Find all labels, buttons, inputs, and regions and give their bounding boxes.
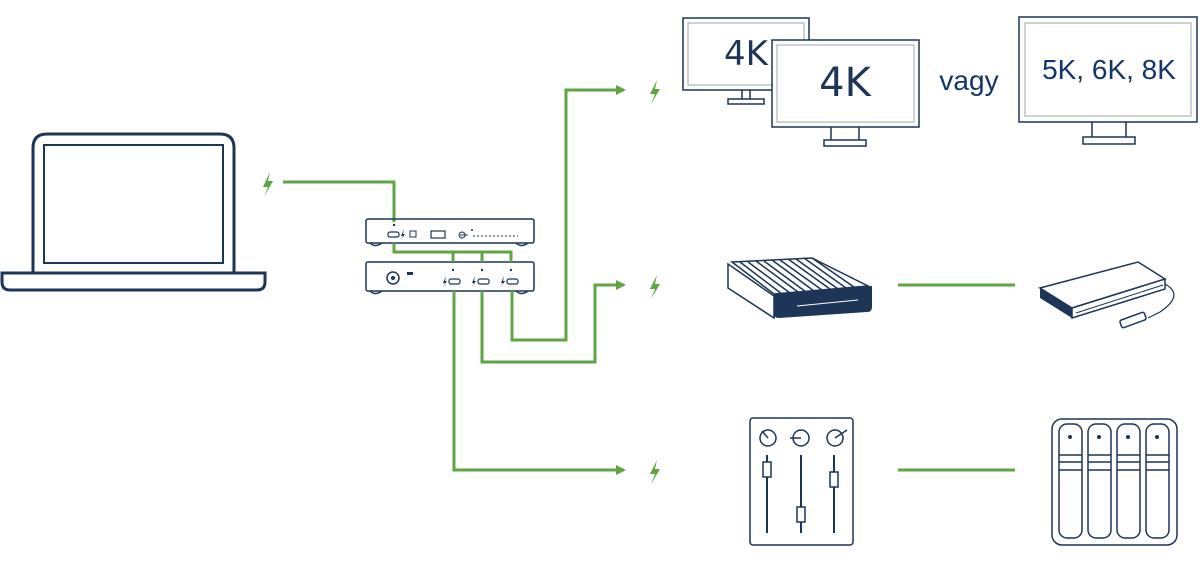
monitor-label: 4K <box>819 60 872 106</box>
connection-dock-audio <box>452 291 626 475</box>
audio-mixer-icon <box>749 417 854 546</box>
portable-drive-icon <box>1038 261 1175 329</box>
dock-top-unit <box>365 218 535 247</box>
dock-bottom-unit <box>365 261 535 295</box>
laptop-icon <box>0 132 267 292</box>
connection-laptop-dock <box>283 180 396 222</box>
connection-dock-storage <box>480 280 626 364</box>
monitor-4k-front: 4K <box>771 39 920 147</box>
bolt-icon <box>650 80 660 104</box>
bolt-icon <box>650 275 660 299</box>
bolt-icon <box>650 460 660 484</box>
nas-4-bay-icon <box>1051 418 1178 546</box>
monitor-5k-6k-8k: 5K, 6K, 8K <box>1018 16 1198 145</box>
bolt-icon <box>263 172 273 197</box>
or-label: vagy <box>939 65 998 96</box>
monitor-label: 5K, 6K, 8K <box>1042 54 1176 85</box>
monitor-label: 4K <box>724 34 770 74</box>
connection-dock-displays <box>510 85 626 342</box>
external-ssd-icon <box>727 257 872 320</box>
connection-dock-chain <box>392 243 513 262</box>
